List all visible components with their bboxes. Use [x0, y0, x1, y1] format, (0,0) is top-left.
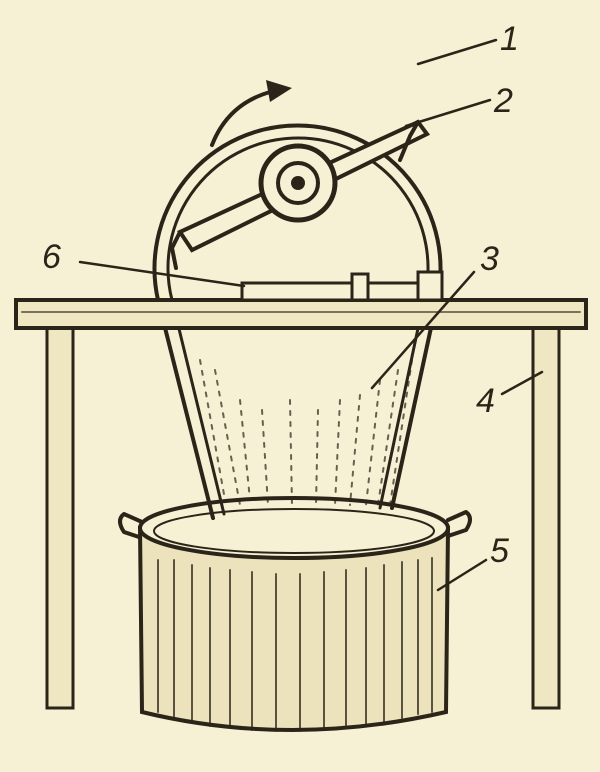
hub-center: [291, 176, 305, 190]
label-blade: 2: [493, 82, 513, 120]
plate-clamp-right: [416, 270, 444, 302]
arrow-head-icon: [266, 80, 292, 102]
leader-lines: [78, 38, 544, 592]
callout-labels: 1 2 3 4 5 6: [42, 20, 519, 570]
label-pot: 5: [490, 532, 509, 570]
pot-right-handle: [446, 510, 472, 538]
belt-inner: [166, 136, 430, 516]
spray-jet: [199, 359, 413, 506]
belt: [152, 123, 443, 520]
label-spray: 3: [480, 240, 499, 278]
plate-body: [240, 281, 444, 302]
plate: [240, 270, 444, 302]
hub: [258, 143, 338, 223]
pot: [118, 496, 472, 732]
blade-tip-left: [170, 230, 182, 270]
table-board: [14, 298, 588, 330]
table-top: [14, 298, 588, 330]
label-leg: 4: [476, 382, 495, 420]
pot-rim: [138, 496, 450, 560]
label-belt: 1: [500, 20, 519, 58]
table-legs: [45, 324, 561, 710]
left-leg: [45, 324, 75, 710]
pot-inner-rim: [153, 508, 435, 554]
right-leg: [531, 324, 561, 710]
pot-left-handle: [118, 512, 144, 540]
rotation-arrow: [210, 80, 292, 147]
label-plate: 6: [42, 238, 61, 276]
plate-clamp-left: [350, 272, 370, 302]
blade-tip-right: [398, 120, 420, 162]
